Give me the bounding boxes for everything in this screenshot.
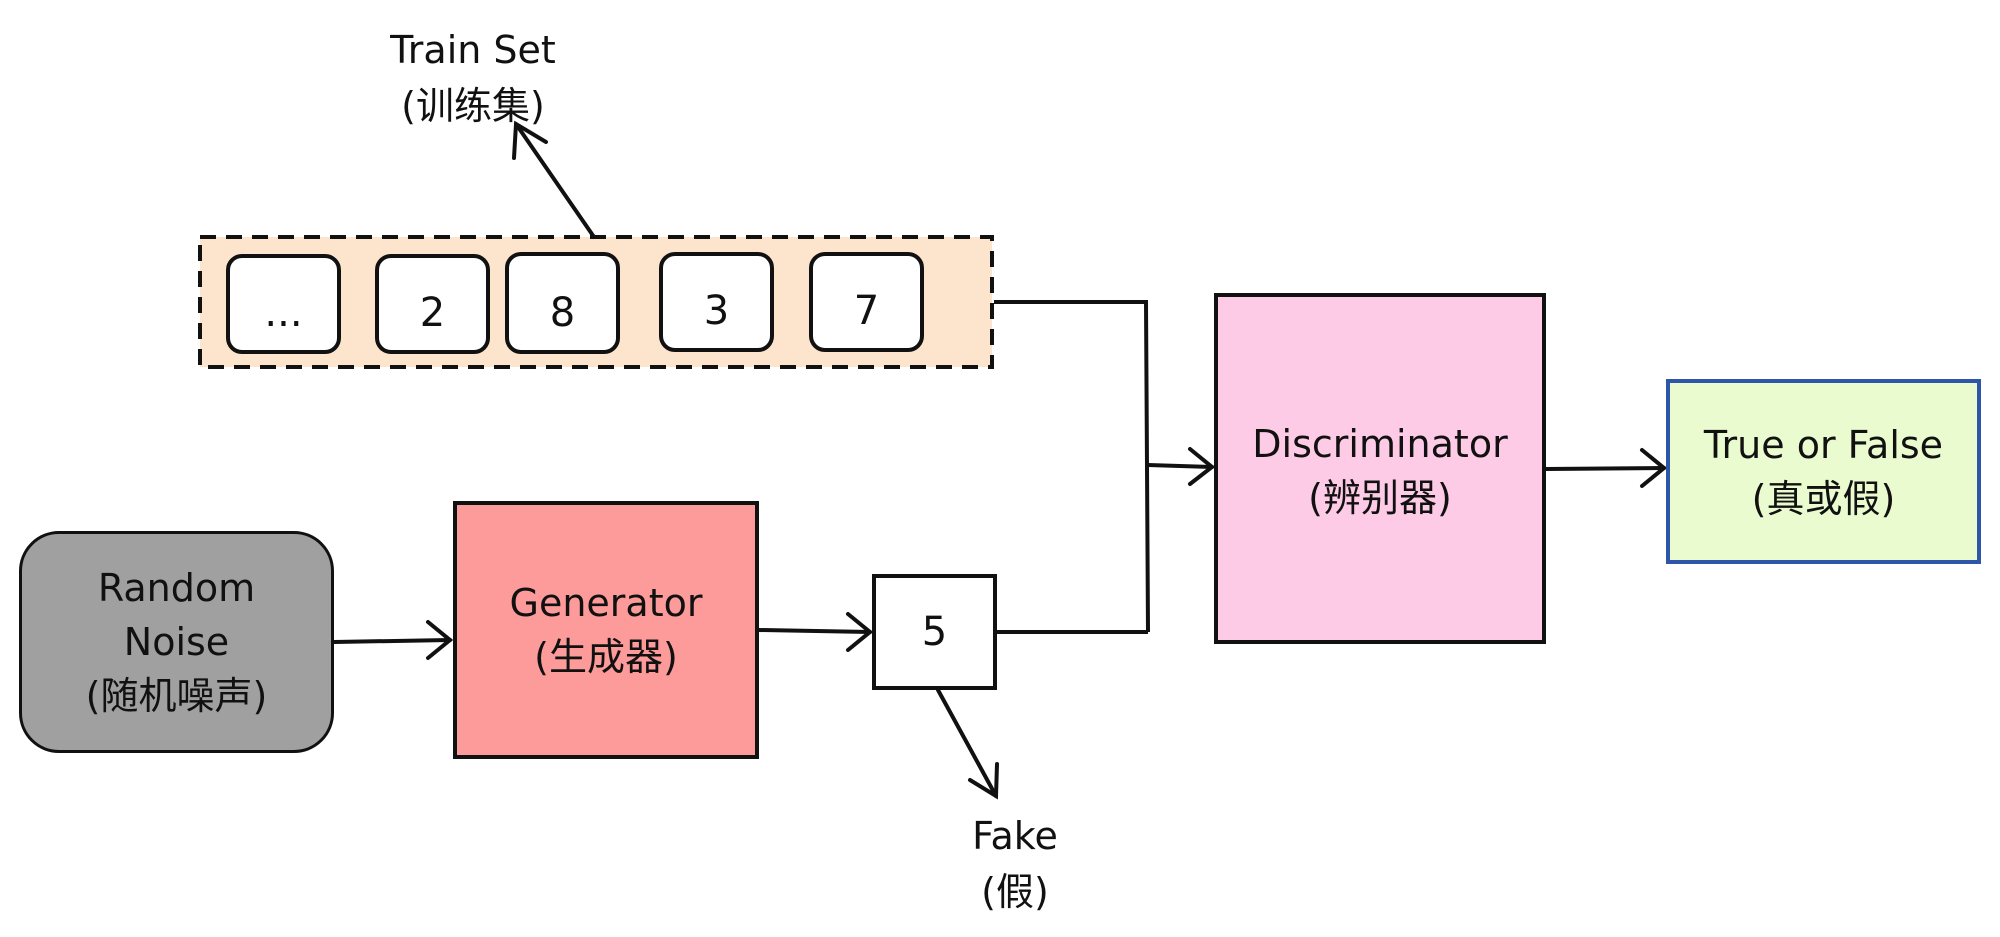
card-value: 2 — [419, 290, 446, 336]
discriminator-to-output-arrow — [1544, 448, 1668, 488]
random-noise-line1: Random — [97, 566, 256, 610]
random-noise-node: Random Noise (随机噪声) — [19, 531, 334, 753]
sample-to-fake-arrow — [936, 688, 999, 800]
generator-title: Generator — [509, 581, 703, 625]
generated-sample-value: 5 — [921, 609, 948, 655]
junction-to-discriminator-arrow — [1146, 447, 1216, 486]
train-set-subtitle: (训练集) — [401, 84, 545, 128]
train-to-discriminator-connector — [994, 300, 1150, 633]
generator-subtitle: (生成器) — [534, 635, 678, 679]
generated-sample-node: 5 — [872, 574, 997, 690]
train-card-7: 7 — [809, 252, 924, 352]
discriminator-title: Discriminator — [1252, 422, 1508, 466]
fake-title: Fake — [972, 814, 1058, 858]
card-value: 7 — [853, 288, 880, 334]
random-noise-line2: Noise — [123, 620, 230, 664]
train-card-2: 2 — [375, 254, 490, 354]
output-node: True or False (真或假) — [1666, 379, 1981, 564]
train-set-title: Train Set — [390, 28, 556, 72]
discriminator-node: Discriminator (辨别器) — [1214, 293, 1546, 644]
train-card-8: 8 — [505, 252, 620, 354]
train-set-label: Train Set (训练集) — [373, 22, 573, 134]
card-value: 3 — [703, 288, 730, 334]
generator-node: Generator (生成器) — [453, 501, 759, 759]
generator-to-sample-arrow — [757, 612, 874, 652]
card-value: ... — [264, 290, 303, 336]
output-title: True or False — [1703, 422, 1944, 467]
train-card-ellipsis: ... — [226, 254, 341, 354]
train-set-label-arrow — [512, 120, 596, 239]
fake-label: Fake (假) — [935, 808, 1095, 920]
card-value: 8 — [549, 290, 576, 336]
train-card-3: 3 — [659, 252, 774, 352]
output-subtitle: (真或假) — [1751, 476, 1896, 521]
fake-subtitle: (假) — [981, 870, 1049, 914]
random-noise-line3: (随机噪声) — [85, 674, 268, 718]
noise-to-generator-arrow — [332, 620, 454, 660]
discriminator-subtitle: (辨别器) — [1308, 476, 1452, 520]
